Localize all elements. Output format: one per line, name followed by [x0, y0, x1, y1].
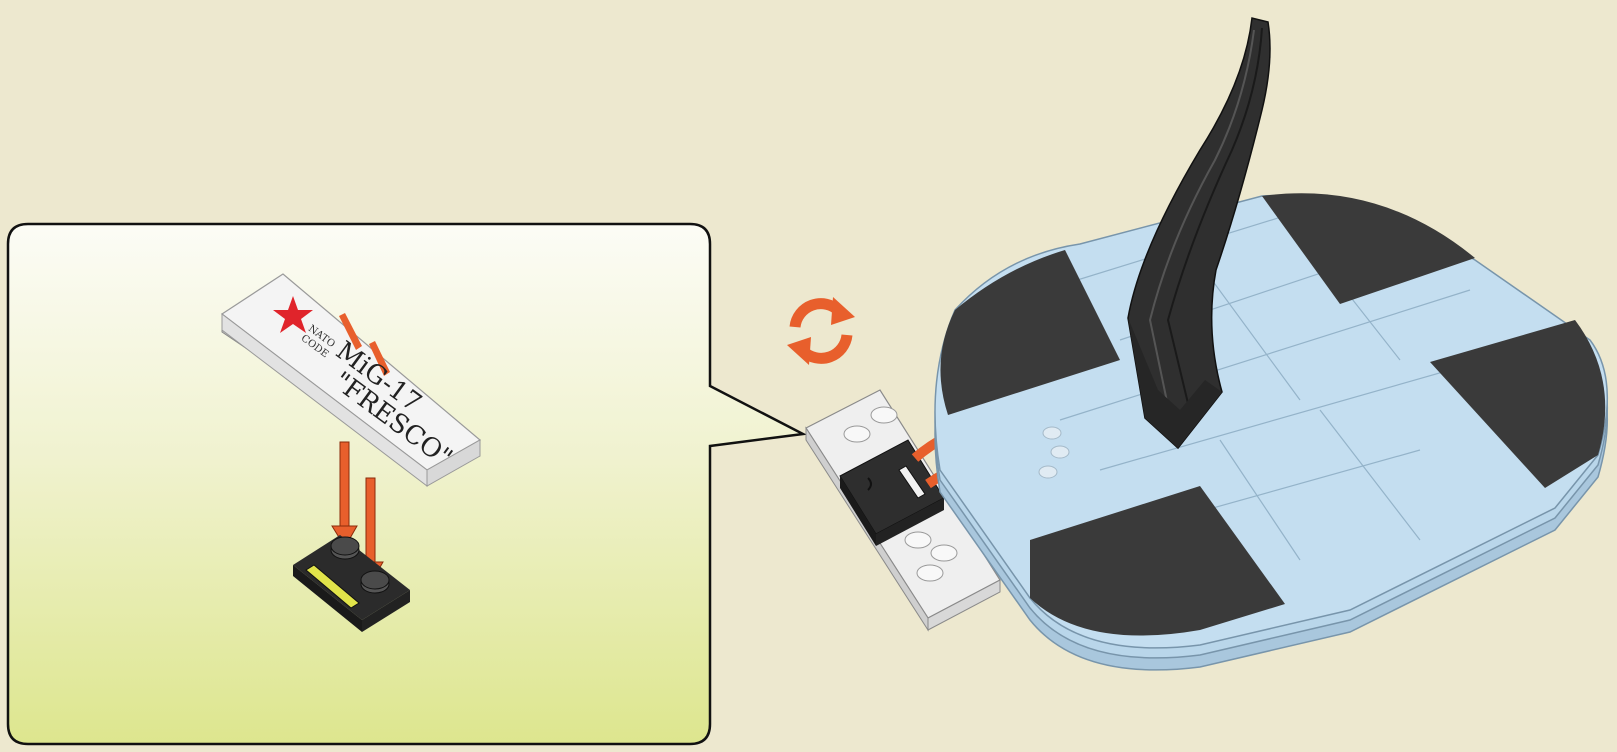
callout-box [8, 224, 803, 744]
rotate-arrows-icon [787, 297, 855, 365]
display-base [935, 193, 1607, 670]
